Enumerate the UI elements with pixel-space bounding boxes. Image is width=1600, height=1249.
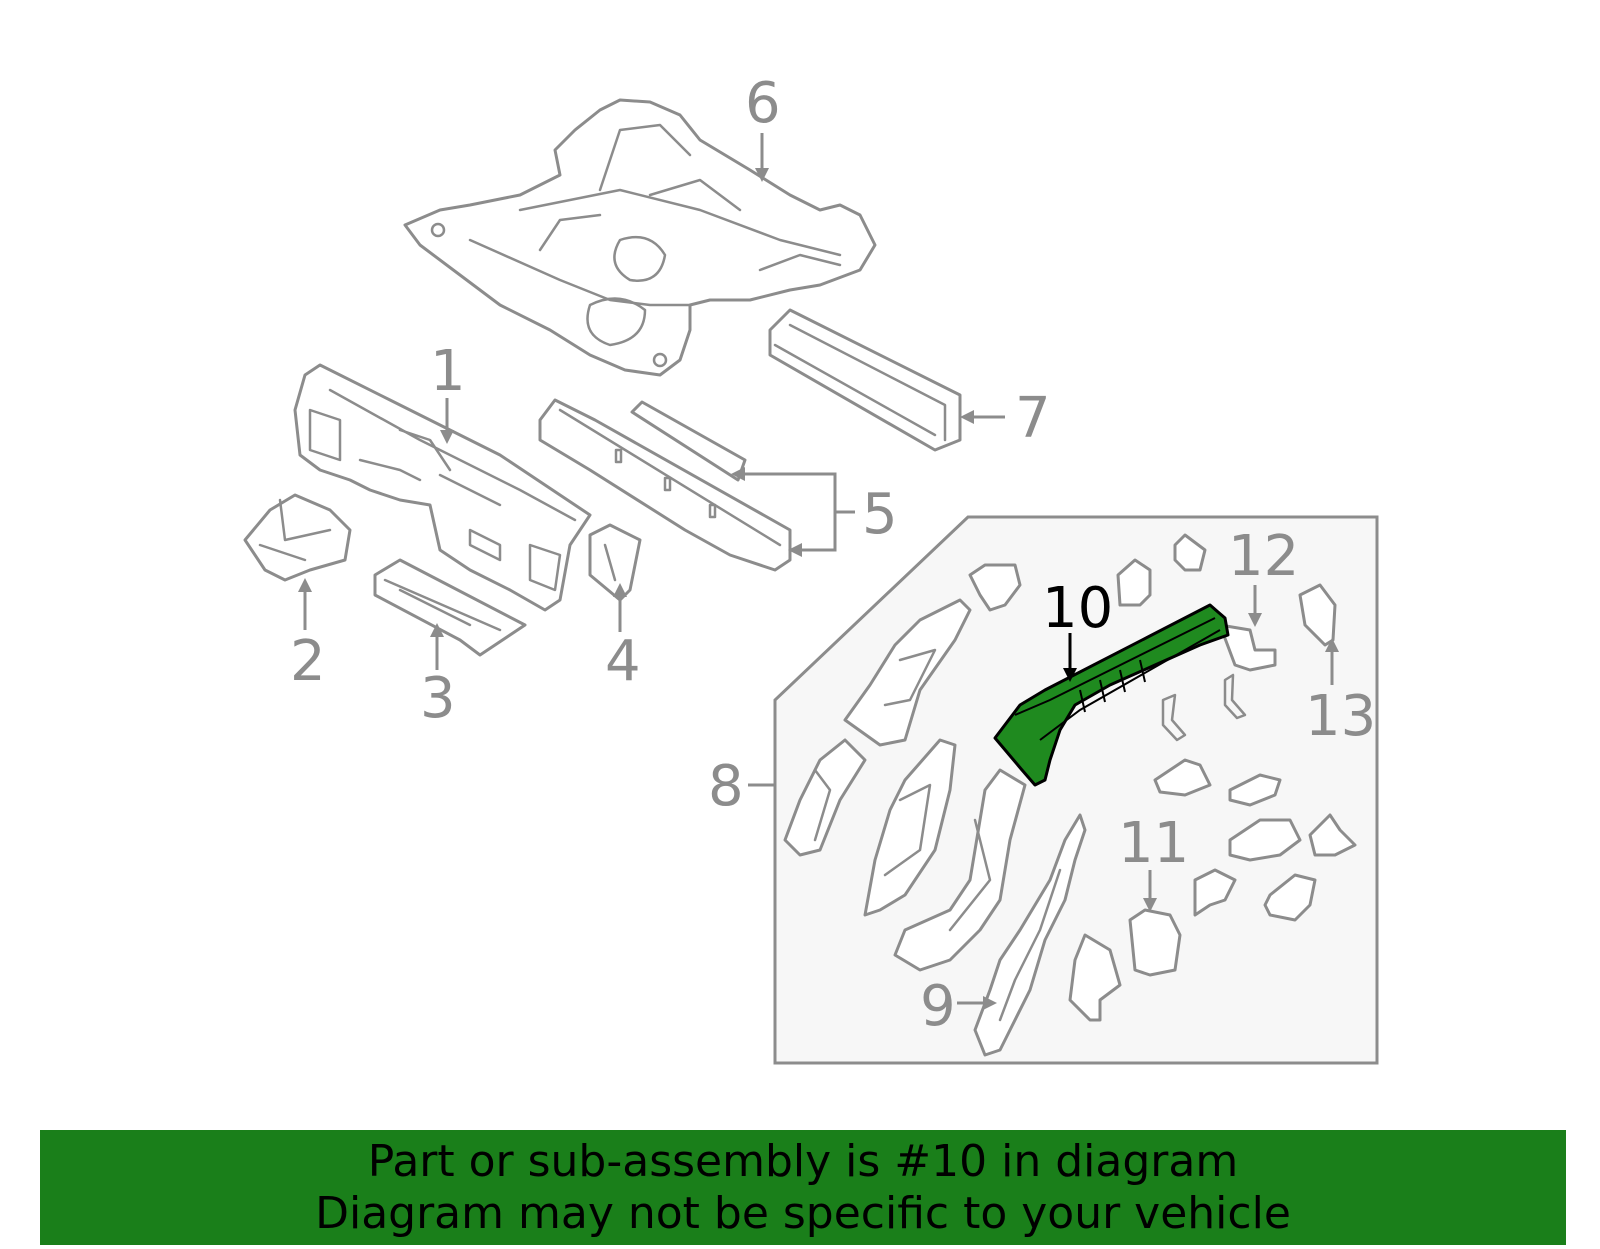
- callout-13: 13: [1305, 684, 1376, 749]
- part-10-rail-highlighted: [993, 603, 1230, 787]
- info-banner: Part or sub-assembly is #10 in diagram D…: [40, 1130, 1566, 1245]
- part-2-bracket: [243, 493, 352, 582]
- callout-3: 3: [420, 666, 456, 731]
- callout-1: 1: [430, 339, 466, 404]
- callout-10: 10: [1042, 576, 1113, 641]
- inset-parts: [783, 533, 1357, 1057]
- callout-7: 7: [1015, 386, 1051, 451]
- part-1-rear-panel: [293, 363, 592, 612]
- callout-4: 4: [605, 629, 641, 694]
- callout-5: 5: [862, 482, 898, 547]
- callout-6: 6: [745, 71, 781, 136]
- part-3-reinforcement: [373, 558, 527, 657]
- banner-line-2: Diagram may not be specific to your vehi…: [315, 1187, 1291, 1239]
- part-6-rear-floor-pan: [403, 98, 877, 377]
- part-4-gusset: [588, 523, 642, 602]
- callout-2: 2: [290, 629, 326, 694]
- callout-9: 9: [920, 974, 956, 1039]
- callout-12: 12: [1228, 524, 1299, 589]
- callout-11: 11: [1118, 811, 1189, 876]
- parts-diagram: 6 7 1 2 3 4: [243, 71, 1379, 1065]
- part-7-crossmember: [768, 308, 962, 452]
- part-5-rails: [538, 398, 792, 572]
- callout-8: 8: [708, 754, 744, 819]
- banner-line-1: Part or sub-assembly is #10 in diagram: [367, 1135, 1239, 1187]
